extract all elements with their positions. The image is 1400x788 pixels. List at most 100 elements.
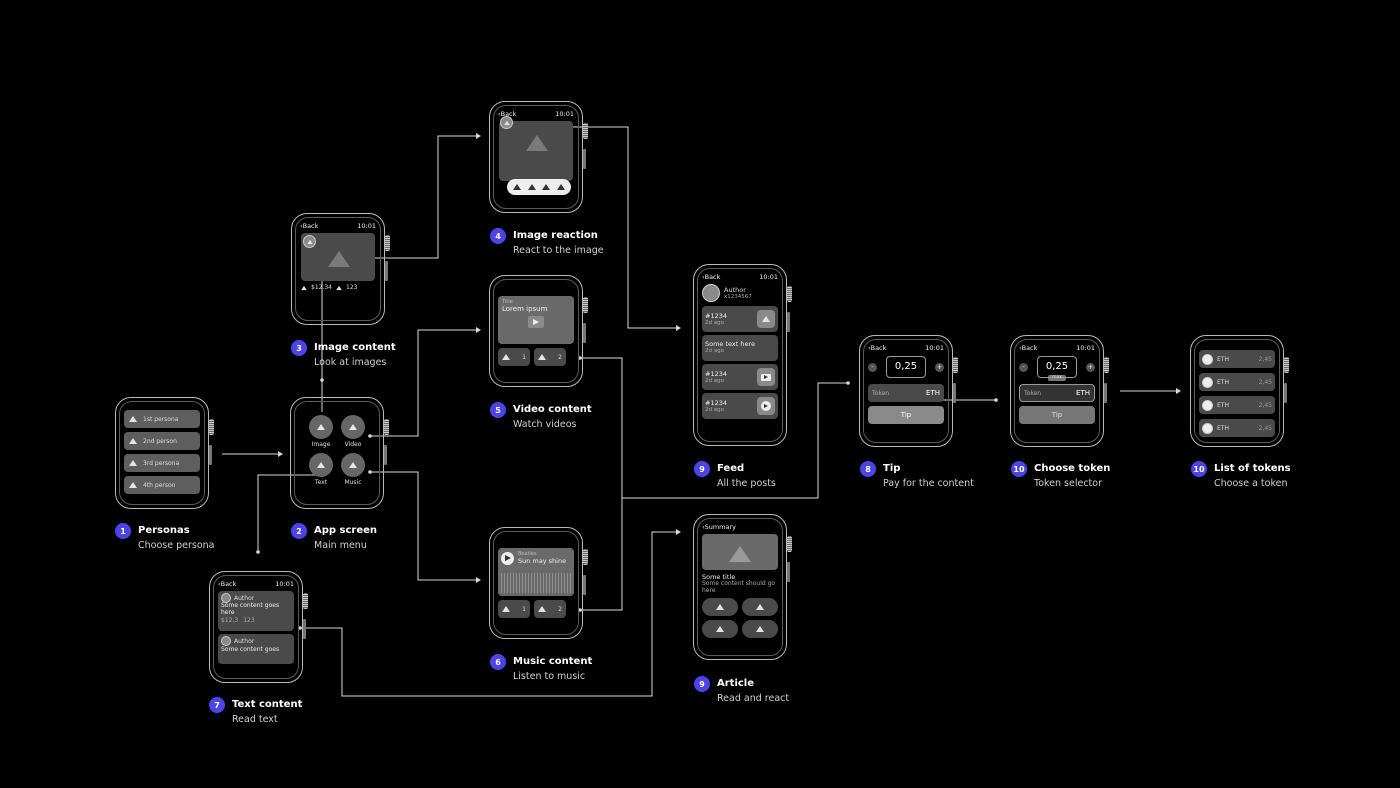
reaction-button[interactable] xyxy=(702,597,738,616)
watch-case xyxy=(693,514,787,660)
arrow-head xyxy=(476,327,481,333)
side-button xyxy=(583,323,586,343)
reaction-button[interactable]: 2 xyxy=(534,348,566,366)
post-body: Some content goes here xyxy=(221,602,280,616)
persona-item[interactable]: 1st persona xyxy=(124,410,200,428)
image-icon xyxy=(129,460,137,466)
reaction-icon[interactable] xyxy=(556,184,565,190)
watch-app-screen[interactable]: Image Video Text Music xyxy=(290,397,389,509)
reaction-icon[interactable] xyxy=(513,184,522,190)
max-chip[interactable]: max xyxy=(1048,375,1066,381)
watch-personas[interactable]: 1st persona 2nd person 3rd persona 4th p… xyxy=(115,397,214,509)
status-bar: ‹Summary xyxy=(702,523,778,532)
menu-label: Image xyxy=(311,441,331,448)
reaction-button[interactable]: 2 xyxy=(534,600,566,618)
back-button[interactable]: ‹Back xyxy=(218,580,237,588)
reaction-bar[interactable] xyxy=(507,179,571,195)
persona-item[interactable]: 2nd person xyxy=(124,432,200,450)
step-badge: 10 xyxy=(1011,461,1027,477)
watch-text-content[interactable]: ‹Back 10:01 Author Some content goes here… xyxy=(209,571,308,683)
reaction-icon[interactable] xyxy=(542,184,551,190)
reaction-button[interactable] xyxy=(742,619,778,638)
image-card[interactable] xyxy=(301,233,375,281)
side-button xyxy=(1104,383,1107,403)
back-button[interactable]: ‹Back xyxy=(1019,344,1038,352)
image-icon xyxy=(301,285,307,290)
menu-video[interactable]: Video xyxy=(341,415,365,448)
step-title: Article xyxy=(717,678,755,689)
back-button[interactable]: ‹Back xyxy=(702,273,721,281)
back-button[interactable]: ‹Back xyxy=(498,110,517,118)
persona-item[interactable]: 3rd persona xyxy=(124,454,200,472)
menu-music[interactable]: Music xyxy=(341,453,365,486)
reaction-icon[interactable] xyxy=(527,184,536,190)
menu-image[interactable]: Image xyxy=(309,415,333,448)
music-title: Sun may shine xyxy=(518,557,567,565)
persona-label: 4th person xyxy=(143,481,176,489)
step-title: List of tokens xyxy=(1214,463,1291,474)
persona-item[interactable]: 4th person xyxy=(124,476,200,494)
digital-crown xyxy=(583,297,588,313)
watch-case xyxy=(115,397,209,509)
video-card[interactable]: Title Lorem ipsum xyxy=(498,296,574,344)
digital-crown xyxy=(303,593,308,609)
minus-button[interactable]: - xyxy=(1019,362,1028,372)
tip-button[interactable]: Tip xyxy=(868,406,944,424)
menu-text[interactable]: Text xyxy=(309,453,333,486)
post-body: Some content goes xyxy=(221,646,280,653)
text-icon xyxy=(309,453,333,477)
minus-button[interactable]: - xyxy=(868,362,877,372)
music-icon xyxy=(341,453,365,477)
watch-article[interactable]: ‹Summary Some title Some content should … xyxy=(693,514,792,660)
arrow-head xyxy=(676,325,681,331)
amount-stepper[interactable]: - 0,25 + xyxy=(868,356,944,378)
play-button[interactable] xyxy=(501,551,514,565)
reaction-button[interactable] xyxy=(702,619,738,638)
digital-crown xyxy=(384,419,389,435)
image-icon xyxy=(336,285,342,290)
avatar xyxy=(500,116,513,129)
tip-button[interactable]: Tip xyxy=(1019,406,1095,424)
image-card[interactable] xyxy=(499,116,573,195)
edge-dot xyxy=(994,398,998,402)
digital-crown xyxy=(1284,357,1289,373)
play-button[interactable] xyxy=(528,316,544,328)
image-icon xyxy=(538,354,546,360)
plus-button[interactable]: + xyxy=(1086,362,1095,372)
back-button[interactable]: ‹Back xyxy=(868,344,887,352)
image-icon xyxy=(502,606,510,612)
token-icon xyxy=(1202,399,1213,411)
back-button[interactable]: ‹Summary xyxy=(702,523,737,531)
reaction-button[interactable]: 1 xyxy=(498,348,530,366)
step-badge: 3 xyxy=(291,340,307,356)
reaction-button[interactable]: 1 xyxy=(498,600,530,618)
clock: 10:01 xyxy=(275,580,294,588)
text-post[interactable]: Author Some content goes xyxy=(218,634,294,664)
reaction-button[interactable] xyxy=(742,597,778,616)
watch-video-content[interactable]: Title Lorem ipsum 1 2 xyxy=(489,275,588,387)
plus-button[interactable]: + xyxy=(935,362,944,372)
back-button[interactable]: ‹Back xyxy=(300,222,319,230)
